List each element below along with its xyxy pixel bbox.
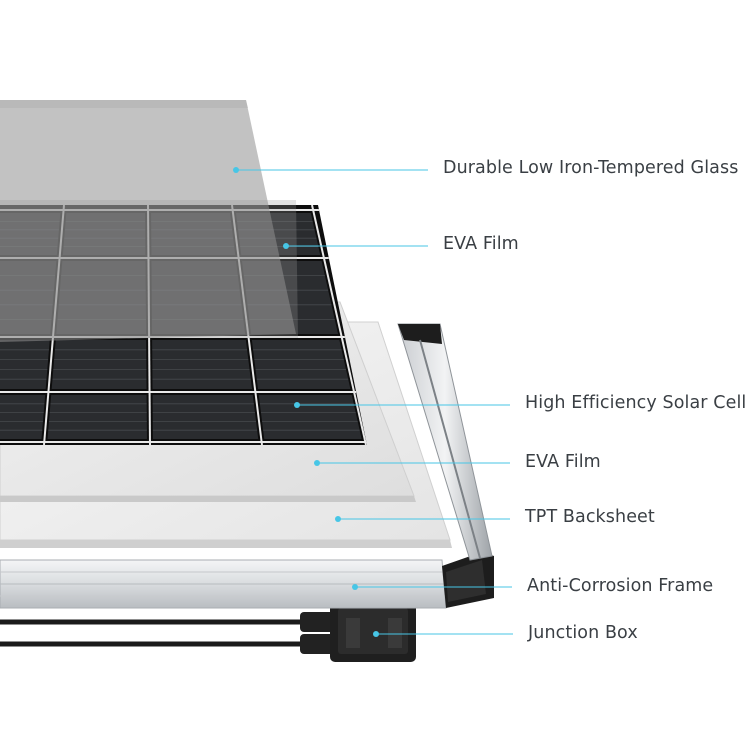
label-solar-cell: High Efficiency Solar Cell — [525, 393, 747, 413]
solar-cell-face — [0, 340, 50, 389]
callout-dot-solar-cell — [294, 402, 300, 408]
solar-cell-face — [51, 340, 147, 389]
solar-cell-face — [258, 395, 362, 439]
solar-cell-face — [0, 395, 46, 439]
solar-cell-face — [251, 340, 351, 389]
solar-cell-face — [47, 395, 147, 439]
label-backsheet: TPT Backsheet — [525, 507, 655, 527]
callout-dot-backsheet — [335, 516, 341, 522]
label-eva-bottom: EVA Film — [525, 452, 601, 472]
callout-dot-eva-top — [283, 243, 289, 249]
label-eva-top: EVA Film — [443, 234, 519, 254]
label-frame: Anti-Corrosion Frame — [527, 576, 714, 596]
label-glass: Durable Low Iron-Tempered Glass — [443, 158, 739, 178]
callout-dot-glass — [233, 167, 239, 173]
solar-cell-face — [152, 395, 259, 439]
callout-dot-frame — [352, 584, 358, 590]
solar-cell-face — [152, 340, 252, 389]
callout-dot-junction-box — [373, 631, 379, 637]
label-junction-box: Junction Box — [528, 623, 638, 643]
glass-shape — [0, 100, 296, 342]
frame-shape — [0, 323, 494, 609]
junction-box-shape — [330, 600, 416, 662]
cables — [0, 612, 338, 654]
callout-dot-eva-bottom — [314, 460, 320, 466]
